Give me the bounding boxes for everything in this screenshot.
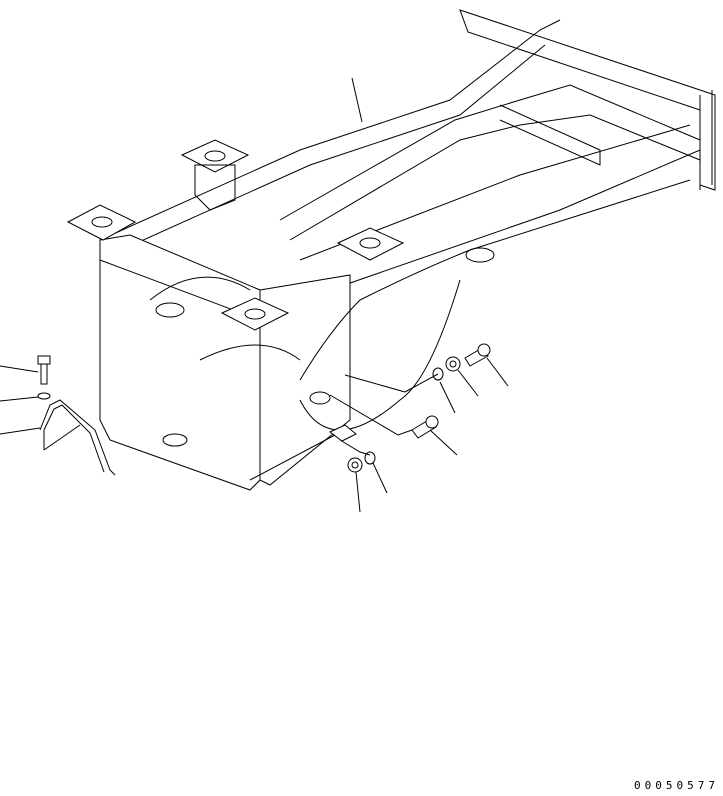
right-hardware xyxy=(329,343,491,473)
drawing-code: 00050577 xyxy=(634,779,719,792)
mount-pads xyxy=(66,139,405,331)
leader-lines xyxy=(0,77,509,513)
main-frame xyxy=(99,9,716,491)
left-hardware xyxy=(37,355,116,476)
